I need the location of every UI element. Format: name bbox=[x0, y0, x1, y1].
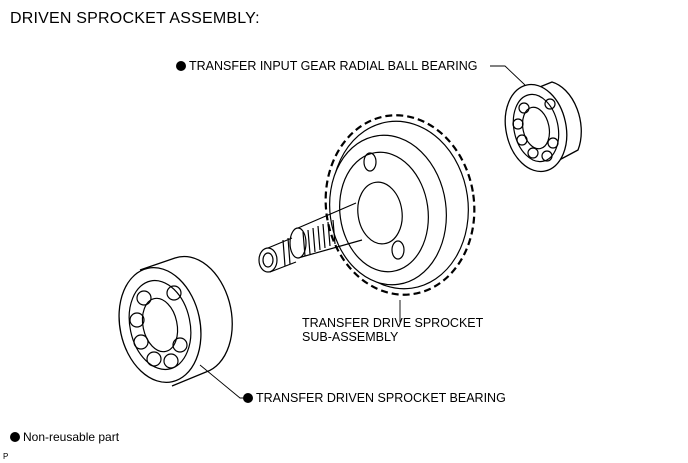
transfer-drive-sprocket-shaft bbox=[258, 202, 363, 273]
leader-input-bearing bbox=[490, 65, 526, 86]
input-gear-radial-ball-bearing bbox=[504, 81, 582, 173]
legend-dot-icon bbox=[10, 432, 20, 442]
callout-drive-sprocket: TRANSFER DRIVE SPROCKET SUB-ASSEMBLY bbox=[302, 316, 483, 344]
callout-input-gear-bearing-text: TRANSFER INPUT GEAR RADIAL BALL BEARING bbox=[189, 59, 478, 73]
transfer-drive-sprocket-gear bbox=[324, 114, 476, 296]
callout-drive-sprocket-line1: TRANSFER DRIVE SPROCKET bbox=[302, 316, 484, 330]
page-title: DRIVEN SPROCKET ASSEMBLY: bbox=[10, 10, 260, 27]
callout-drive-sprocket-line2: SUB-ASSEMBLY bbox=[302, 330, 399, 344]
transfer-driven-sprocket-bearing bbox=[118, 255, 233, 387]
callout-driven-sprocket-bearing-text: TRANSFER DRIVEN SPROCKET BEARING bbox=[256, 391, 506, 405]
legend: Non-reusable part bbox=[10, 430, 119, 444]
illustration-code: P bbox=[3, 452, 9, 461]
callout-input-gear-bearing: TRANSFER INPUT GEAR RADIAL BALL BEARING bbox=[176, 59, 478, 73]
non-reusable-dot-icon bbox=[176, 61, 186, 71]
legend-non-reusable-text: Non-reusable part bbox=[23, 430, 120, 444]
non-reusable-dot-icon bbox=[243, 393, 253, 403]
callout-driven-sprocket-bearing: TRANSFER DRIVEN SPROCKET BEARING bbox=[243, 391, 506, 405]
